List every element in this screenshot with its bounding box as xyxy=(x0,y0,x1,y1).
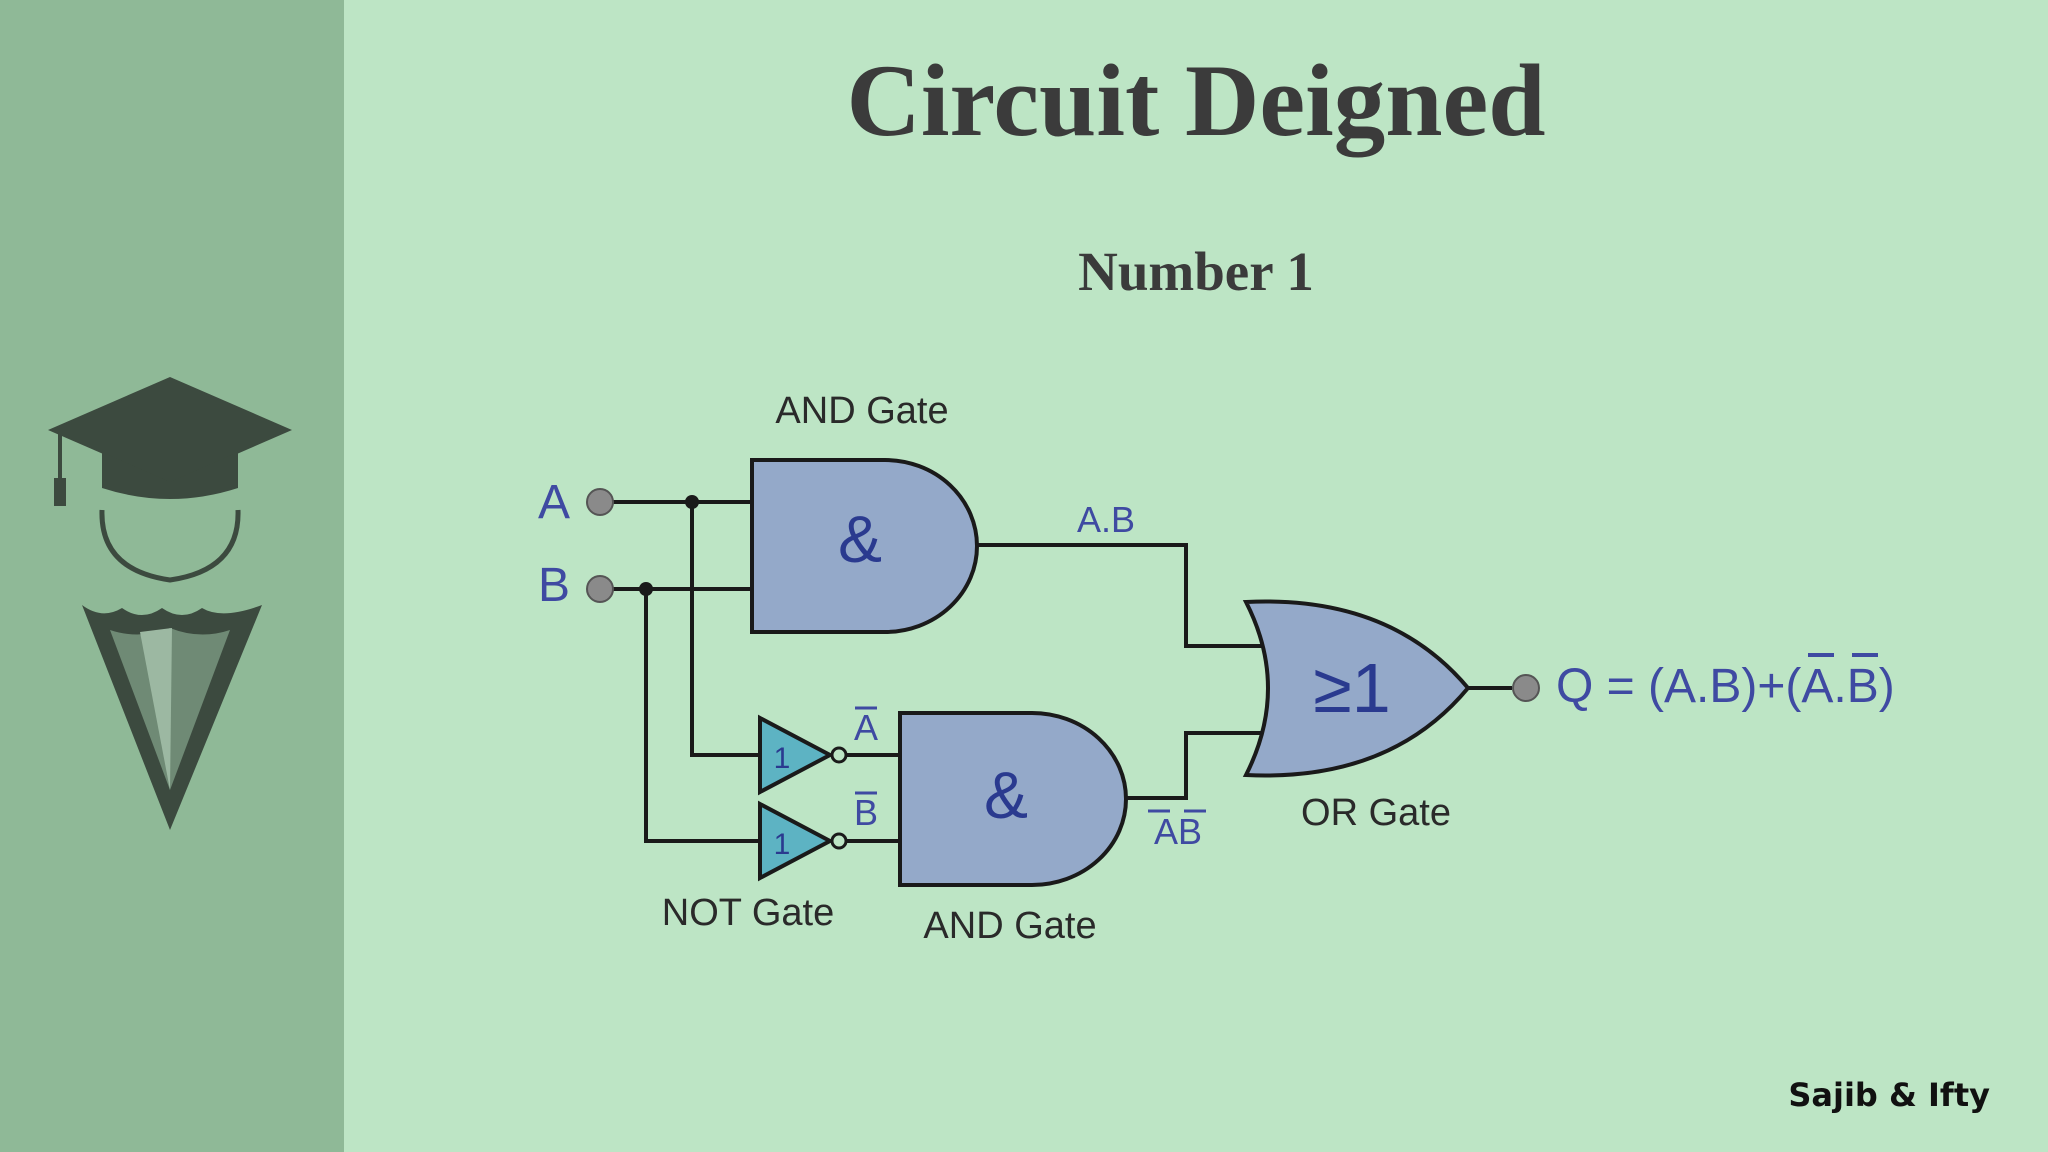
slide-title: Circuit Deigned xyxy=(846,44,1546,158)
signal-ab-label: A.B xyxy=(1077,499,1135,540)
junction-a xyxy=(685,495,699,509)
signal-not-a-label: A xyxy=(854,707,878,748)
terminal-a xyxy=(586,488,614,516)
footer-credits: Sajib & Ifty xyxy=(1788,1076,1990,1114)
wire-ab xyxy=(976,543,1268,648)
not-b-symbol: 1 xyxy=(774,828,791,861)
and-gate-top-label: AND Gate xyxy=(775,390,948,432)
input-b-label: B xyxy=(538,559,570,612)
slide-subtitle: Number 1 xyxy=(1078,241,1314,302)
and-top-symbol: & xyxy=(838,502,882,576)
wire-not-ab xyxy=(1126,731,1268,800)
terminal-b xyxy=(586,575,614,603)
not-a-symbol: 1 xyxy=(774,742,791,775)
signal-not-ab-label: AB xyxy=(1154,811,1202,852)
or-gate-label: OR Gate xyxy=(1301,792,1451,834)
not-bubble-a xyxy=(830,746,848,764)
or-gate xyxy=(1242,599,1471,778)
and-gate-top xyxy=(750,458,979,634)
junction-b xyxy=(639,582,653,596)
wires xyxy=(600,500,1512,843)
not-gate-a xyxy=(758,714,835,796)
not-bubble-b xyxy=(830,832,848,850)
and-gate-bottom xyxy=(898,711,1128,887)
wire-a-to-not xyxy=(690,502,760,757)
or-symbol: ≥1 xyxy=(1313,649,1390,727)
not-gate-b xyxy=(758,800,835,882)
output-expression: Q = (A.B)+(A.B) xyxy=(1556,660,1895,713)
graduate-logo-icon xyxy=(48,377,292,830)
and-gate-bottom-label: AND Gate xyxy=(923,905,1096,947)
signal-not-b-label: B xyxy=(854,792,878,833)
wire-b-to-not xyxy=(644,589,760,843)
and-bottom-symbol: & xyxy=(984,758,1028,832)
terminal-q xyxy=(1512,674,1540,702)
input-a-label: A xyxy=(538,476,570,529)
not-gate-label: NOT Gate xyxy=(662,892,834,934)
sidebar-panel xyxy=(0,0,344,1152)
